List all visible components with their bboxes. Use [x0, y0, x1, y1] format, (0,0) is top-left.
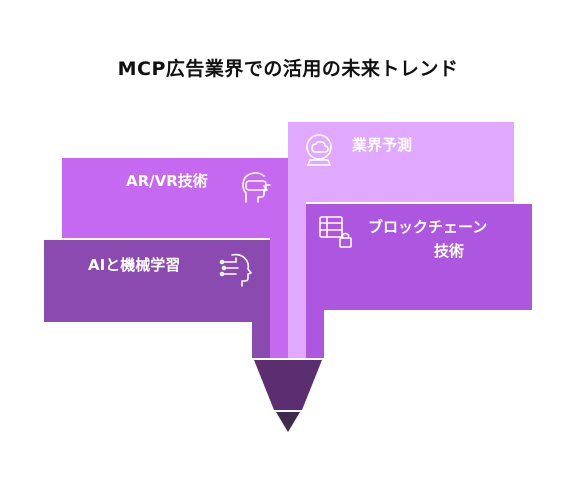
diagram-title: MCP広告業界での活用の未来トレンド — [117, 58, 459, 80]
funnel-tip — [276, 412, 300, 432]
database-lock-icon — [319, 216, 352, 248]
industry-forecast-label: 業界予測 — [352, 136, 413, 154]
industry-forecast-stem — [288, 200, 306, 358]
ai-ml-label: AIと機械学習 — [88, 256, 181, 274]
blockchain-item: ブロックチェーン 技術 — [306, 204, 532, 310]
ar-vr-item: AR/VR技術 — [62, 158, 288, 238]
blockchain-card — [306, 204, 532, 310]
ar-vr-stem — [270, 236, 288, 358]
crystal-ball-cloud-icon — [306, 134, 332, 166]
blockchain-label-line1: ブロックチェーン — [368, 218, 488, 236]
industry-forecast-item: 業界予測 — [288, 122, 514, 202]
blockchain-label-line2: 技術 — [434, 242, 465, 260]
blockchain-stem — [306, 308, 324, 358]
ai-ml-item: AIと機械学習 — [44, 240, 270, 322]
ar-vr-label: AR/VR技術 — [126, 172, 208, 190]
ar-vr-card — [62, 158, 288, 238]
funnel-body — [254, 360, 322, 410]
ai-ml-stem — [252, 320, 270, 358]
ai-head-circuit-icon — [219, 253, 252, 287]
industry-forecast-card — [288, 122, 514, 202]
vr-headset-head-icon — [242, 172, 271, 203]
ai-ml-card — [44, 240, 270, 322]
